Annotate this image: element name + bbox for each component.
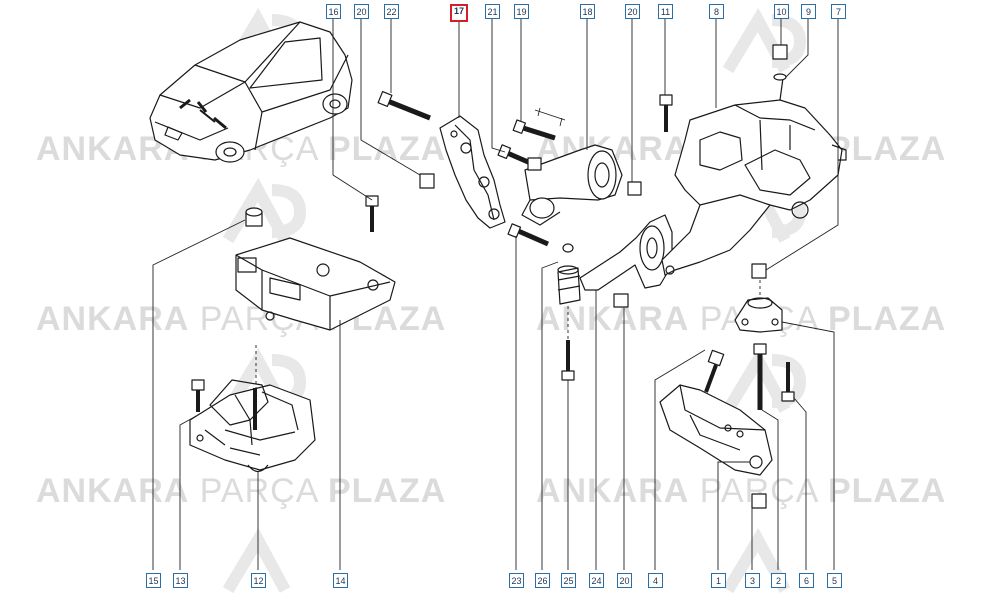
- callout-26: 26: [535, 573, 550, 588]
- watermark: ANKARA PARÇA PLAZA: [536, 300, 947, 338]
- callout-8: 8: [709, 4, 724, 19]
- callout-18: 18: [580, 4, 595, 19]
- callout-3: 3: [745, 573, 760, 588]
- callout-19: 19: [514, 4, 529, 19]
- watermark: ANKARA PARÇA PLAZA: [536, 472, 947, 510]
- callout-17-highlighted: 17: [450, 4, 468, 22]
- bracket: [439, 115, 506, 229]
- gearbox-mount: [189, 379, 316, 473]
- rubber-bush: [557, 265, 581, 305]
- callout-14: 14: [333, 573, 348, 588]
- callout-15: 15: [146, 573, 161, 588]
- callout-13: 13: [173, 573, 188, 588]
- callout-2: 2: [771, 573, 786, 588]
- callout-25: 25: [561, 573, 576, 588]
- bolts: [191, 90, 795, 412]
- callout-12: 12: [251, 573, 266, 588]
- callout-20: 20: [354, 4, 369, 19]
- callout-21: 21: [485, 4, 500, 19]
- callout-20: 20: [625, 4, 640, 19]
- nuts: [245, 44, 788, 509]
- engine-mount: [235, 237, 396, 331]
- callout-7: 7: [831, 4, 846, 19]
- callout-22: 22: [384, 4, 399, 19]
- callout-16: 16: [326, 4, 341, 19]
- callout-6: 6: [799, 573, 814, 588]
- callout-20: 20: [617, 573, 632, 588]
- callout-4: 4: [648, 573, 663, 588]
- callout-10: 10: [774, 4, 789, 19]
- callout-24: 24: [589, 573, 604, 588]
- torque-rod-upper: [521, 144, 623, 226]
- dimension-mark: [534, 107, 566, 127]
- leader-lines: [152, 18, 839, 570]
- car-illustration: [149, 21, 353, 163]
- support-arm: [661, 77, 847, 276]
- callout-1: 1: [711, 573, 726, 588]
- callout-5: 5: [827, 573, 842, 588]
- callout-23: 23: [509, 573, 524, 588]
- torque-rod: [579, 214, 673, 291]
- small-mount: [734, 297, 783, 333]
- callout-9: 9: [801, 4, 816, 19]
- callout-11: 11: [658, 4, 673, 19]
- lower-bracket: [659, 384, 773, 476]
